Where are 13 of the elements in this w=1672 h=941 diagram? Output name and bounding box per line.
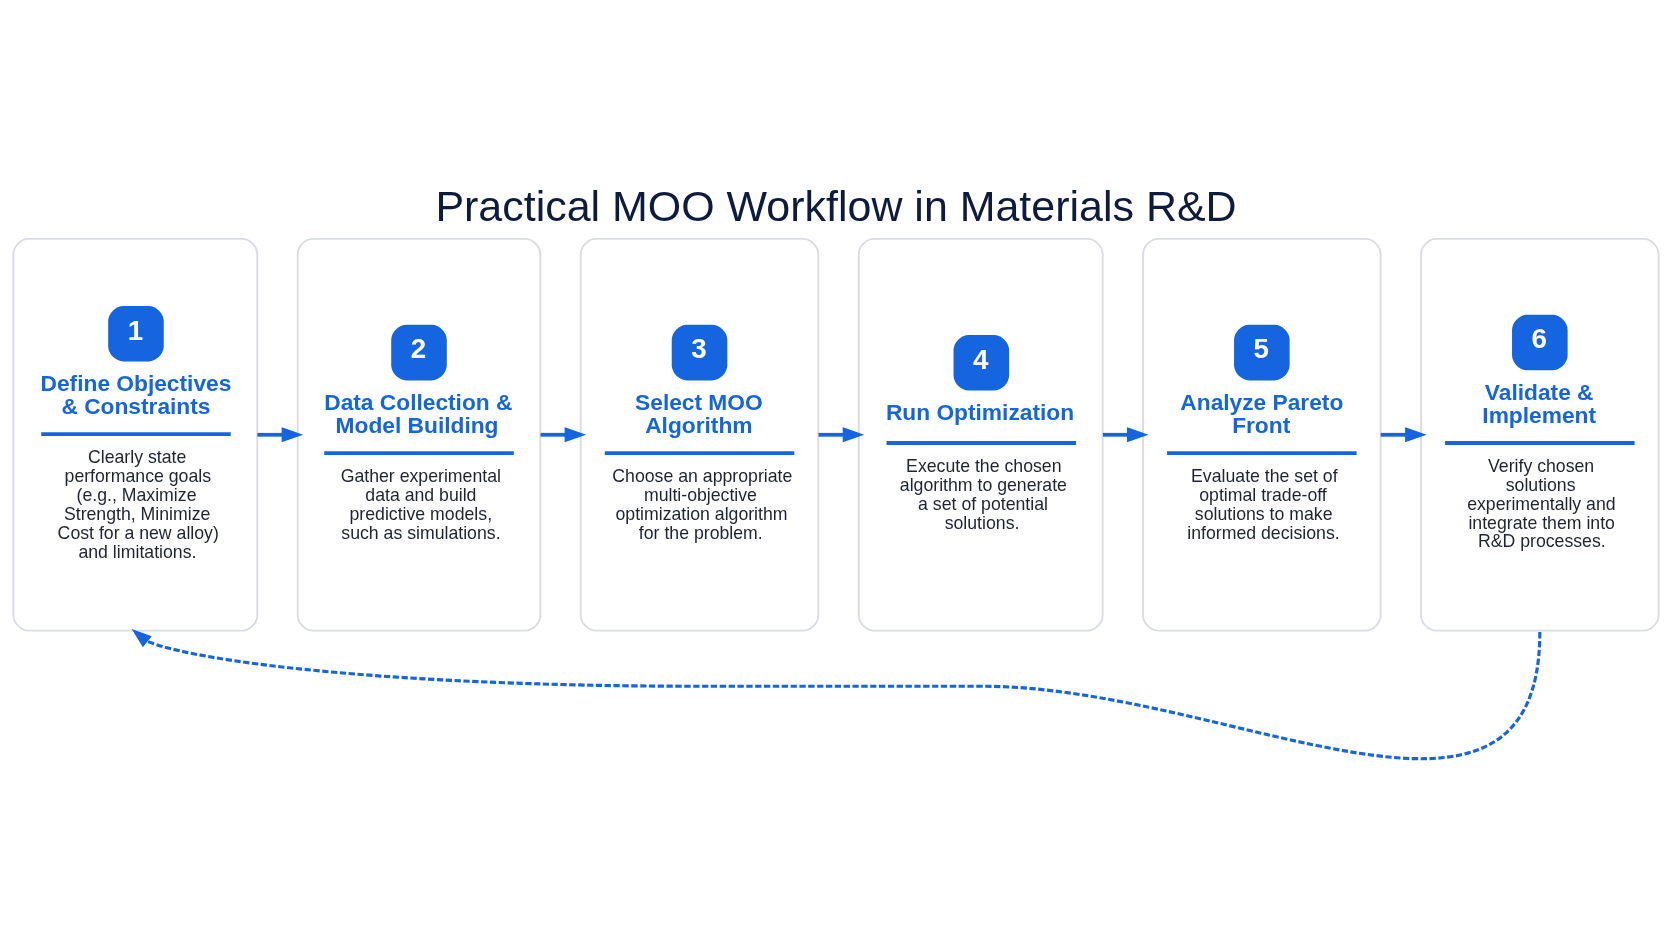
arrow [1102,427,1149,443]
node-box: 4 Run Optimization Execute the chosen algorithm to generate a set of potential solutions. [857,237,1104,632]
arrow [540,427,587,443]
node-box: 1 Define Objectives & Constraints Clearly state performance goals (e.g., Maximize Strength, Minimize Cost for a new alloy) and limitations. [12,237,259,632]
diagram-title: Practical MOO Workflow in Materials R&D [435,182,1237,231]
node-box: 3 Select MOO Algorithm Choose an appropriate multi-objective optimization algorithm for the problem. [579,237,820,632]
node-box: 5 Analyze Pareto Front Evaluate the set of optimal trade-off solutions to make informed decisions. [1142,237,1382,632]
node-box: 6 Validate & Implement Verify chosen solutions experimentally and integrate them into R&D processes. [1420,237,1660,632]
node-box: 2 Data Collection & Model Building Gather experimental data and build predictive models, such as simulations. [296,237,542,632]
arrow [257,427,304,443]
arrow [1380,427,1427,443]
arrow [131,628,1542,760]
arrow [818,427,865,443]
